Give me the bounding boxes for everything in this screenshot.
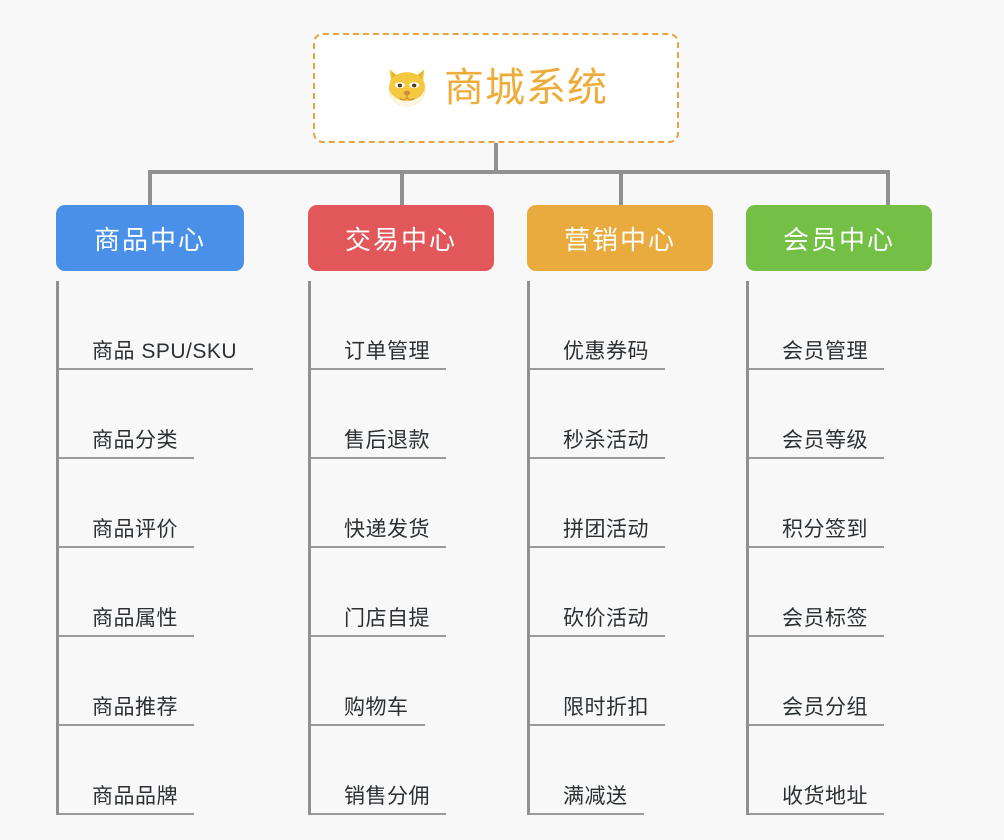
branch-marketing-center: 营销中心 优惠券码 秒杀活动 拼团活动 砍价活动 限时折扣 [527, 205, 762, 815]
leaf-label: 销售分佣 [344, 785, 430, 808]
branch-header-member-center[interactable]: 会员中心 [746, 205, 932, 271]
leaf-item[interactable]: 商品品牌 [59, 726, 291, 815]
leaf-item[interactable]: 销售分佣 [311, 726, 543, 815]
leaf-label: 商品属性 [92, 607, 178, 630]
leaf-underline [530, 635, 665, 637]
leaf-label: 限时折扣 [563, 696, 649, 719]
leaf-item[interactable]: 门店自提 [311, 548, 543, 637]
leaf-underline [749, 457, 884, 459]
leaf-underline [59, 457, 194, 459]
leaf-item[interactable]: 限时折扣 [530, 637, 762, 726]
leaf-list-trade-center: 订单管理 售后退款 快递发货 门店自提 购物车 销售分佣 [308, 281, 543, 815]
leaf-item[interactable]: 商品推荐 [59, 637, 291, 726]
leaf-item[interactable]: 满减送 [530, 726, 762, 815]
leaf-list-member-center: 会员管理 会员等级 积分签到 会员标签 会员分组 收货地址 [746, 281, 981, 815]
connector-drop-1 [148, 170, 152, 205]
branch-header-marketing-center[interactable]: 营销中心 [527, 205, 713, 271]
connector-drop-4 [886, 170, 890, 205]
leaf-label: 会员分组 [782, 696, 868, 719]
leaf-label: 秒杀活动 [563, 429, 649, 452]
leaf-item[interactable]: 砍价活动 [530, 548, 762, 637]
leaf-label: 商品 SPU/SKU [92, 340, 238, 363]
leaf-label: 积分签到 [782, 518, 868, 541]
leaf-underline [749, 546, 884, 548]
leaf-underline [311, 724, 425, 726]
branch-product-center: 商品中心 商品 SPU/SKU 商品分类 商品评价 商品属性 商品推荐 [56, 205, 291, 815]
connector-drop-3 [619, 170, 623, 205]
leaf-list-marketing-center: 优惠券码 秒杀活动 拼团活动 砍价活动 限时折扣 满减送 [527, 281, 762, 815]
leaf-underline [530, 368, 665, 370]
leaf-item[interactable]: 商品属性 [59, 548, 291, 637]
leaf-item[interactable]: 秒杀活动 [530, 370, 762, 459]
leaf-item[interactable]: 商品分类 [59, 370, 291, 459]
leaf-underline [311, 457, 446, 459]
leaf-label: 优惠券码 [563, 340, 649, 363]
leaf-underline [311, 546, 446, 548]
leaf-item[interactable]: 会员等级 [749, 370, 981, 459]
leaf-label: 拼团活动 [563, 518, 649, 541]
leaf-item[interactable]: 积分签到 [749, 459, 981, 548]
branch-header-product-center[interactable]: 商品中心 [56, 205, 244, 271]
branch-trade-center: 交易中心 订单管理 售后退款 快递发货 门店自提 购物车 [308, 205, 543, 815]
leaf-label: 购物车 [344, 696, 409, 719]
leaf-item[interactable]: 购物车 [311, 637, 543, 726]
leaf-item[interactable]: 快递发货 [311, 459, 543, 548]
branch-member-center: 会员中心 会员管理 会员等级 积分签到 会员标签 会员分组 [746, 205, 981, 815]
leaf-label: 门店自提 [344, 607, 430, 630]
leaf-label: 商品评价 [92, 518, 178, 541]
leaf-underline [530, 546, 665, 548]
leaf-underline [749, 368, 884, 370]
shiba-dog-face-icon [389, 69, 425, 107]
leaf-item[interactable]: 会员标签 [749, 548, 981, 637]
leaf-label: 满减送 [563, 785, 628, 808]
root-node[interactable]: 商城系统 [313, 33, 679, 143]
leaf-item[interactable]: 售后退款 [311, 370, 543, 459]
leaf-underline [749, 813, 884, 815]
leaf-underline [530, 813, 644, 815]
leaf-underline [311, 813, 446, 815]
leaf-underline [59, 724, 194, 726]
leaf-underline [749, 635, 884, 637]
leaf-label: 订单管理 [344, 340, 430, 363]
connector-root-stem [494, 143, 498, 173]
leaf-item[interactable]: 会员分组 [749, 637, 981, 726]
root-title: 商城系统 [444, 66, 608, 110]
leaf-item[interactable]: 收货地址 [749, 726, 981, 815]
leaf-item[interactable]: 优惠券码 [530, 281, 762, 370]
leaf-underline [59, 635, 194, 637]
leaf-label: 商品分类 [92, 429, 178, 452]
leaf-label: 会员等级 [782, 429, 868, 452]
leaf-underline [530, 724, 665, 726]
leaf-underline [311, 635, 446, 637]
leaf-label: 会员管理 [782, 340, 868, 363]
leaf-item[interactable]: 商品 SPU/SKU [59, 281, 291, 370]
leaf-underline [311, 368, 446, 370]
leaf-list-product-center: 商品 SPU/SKU 商品分类 商品评价 商品属性 商品推荐 商品品牌 [56, 281, 291, 815]
leaf-underline [59, 368, 253, 370]
leaf-item[interactable]: 商品评价 [59, 459, 291, 548]
leaf-label: 会员标签 [782, 607, 868, 630]
leaf-item[interactable]: 会员管理 [749, 281, 981, 370]
connector-drop-2 [400, 170, 404, 205]
leaf-label: 快递发货 [344, 518, 430, 541]
leaf-label: 商品品牌 [92, 785, 178, 808]
leaf-underline [59, 813, 194, 815]
leaf-underline [749, 724, 884, 726]
leaf-item[interactable]: 拼团活动 [530, 459, 762, 548]
leaf-underline [530, 457, 665, 459]
branch-header-trade-center[interactable]: 交易中心 [308, 205, 494, 271]
leaf-label: 砍价活动 [563, 607, 649, 630]
connector-horizontal-bus [148, 170, 890, 174]
leaf-item[interactable]: 订单管理 [311, 281, 543, 370]
leaf-label: 售后退款 [344, 429, 430, 452]
leaf-underline [59, 546, 194, 548]
leaf-label: 商品推荐 [92, 696, 178, 719]
leaf-label: 收货地址 [782, 785, 868, 808]
